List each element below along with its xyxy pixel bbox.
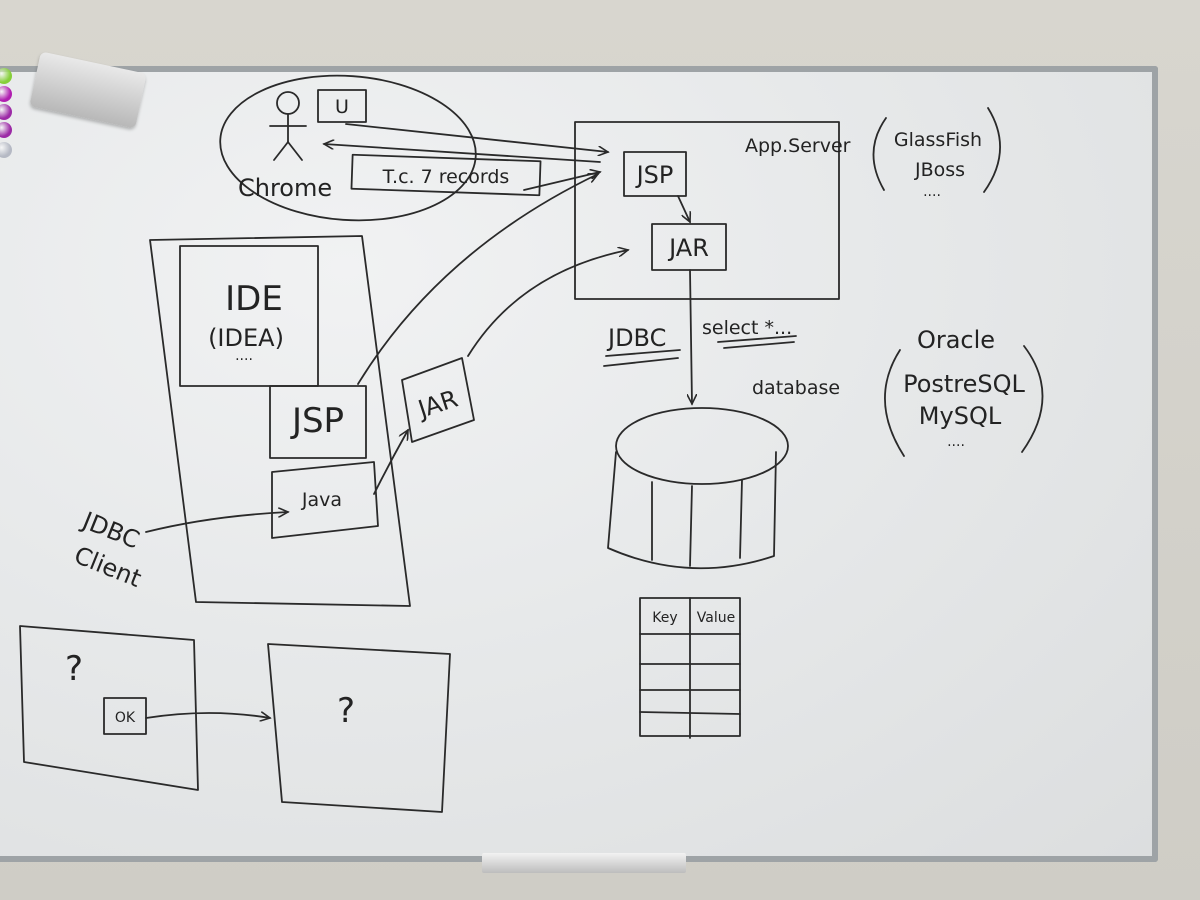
developer-machine <box>149 235 411 607</box>
dev-jsp-label: JSP <box>290 401 344 441</box>
magnet-1 <box>0 68 12 84</box>
app-server-label: App.Server <box>745 135 851 157</box>
server-jsp-box <box>623 151 687 197</box>
jdbc-connector-label: JDBC <box>606 324 666 352</box>
product-more: .... <box>923 184 941 200</box>
ide-subtitle: (IDEA) <box>208 324 284 352</box>
vendor-more: .... <box>947 434 965 450</box>
database-label: database <box>752 377 840 399</box>
right-screen-mark: ? <box>337 691 355 731</box>
right-screen <box>267 643 451 813</box>
jdbc-underline-2 <box>603 357 679 367</box>
db-cylinder-body <box>607 451 777 570</box>
app-server-box <box>574 121 840 300</box>
browser-ellipse <box>219 74 477 222</box>
products-paren-right <box>983 107 1001 193</box>
vendors-paren-right <box>1021 345 1044 453</box>
user-box-label: U <box>335 96 349 118</box>
chrome-label: Chrome <box>238 174 332 202</box>
database-vendors: Oracle PostreSQL MySQL .... <box>884 326 1044 457</box>
records-box <box>350 153 542 197</box>
app-server: App.Server JSP JAR <box>574 121 851 300</box>
whiteboard-surface <box>0 66 1158 862</box>
dev-java-label: Java <box>301 489 342 511</box>
jsp-to-jar-arrow <box>677 195 690 222</box>
server-products: GlassFish JBoss .... <box>872 107 1001 200</box>
db-divider-2 <box>689 485 693 567</box>
magnet-5 <box>0 142 12 158</box>
dev-jar-box <box>401 357 475 443</box>
dev-jar-label: JAR <box>413 385 461 425</box>
ide-box <box>179 245 319 387</box>
magnet-2 <box>0 86 12 102</box>
developer-area: IDE (IDEA) .... JSP Java JAR JDBC Client <box>70 174 628 607</box>
vendor-postresql: PostreSQL <box>903 370 1025 398</box>
left-screen-mark: ? <box>65 649 83 689</box>
jar-deploy-arrow <box>467 250 628 357</box>
jar-to-db-arrow <box>690 269 692 404</box>
java-to-jar-arrow <box>373 430 409 495</box>
vendor-mysql: MySQL <box>919 402 1002 430</box>
dev-jsp-box <box>269 385 367 459</box>
product-jboss: JBoss <box>914 159 965 181</box>
ok-button <box>103 697 147 735</box>
screen-flow: ? OK ? <box>19 625 451 813</box>
kv-header-value: Value <box>697 610 735 626</box>
products-paren-left <box>872 117 887 191</box>
records-box-label: T.c. 7 records <box>382 166 510 188</box>
left-screen <box>19 625 199 791</box>
query-underline-1 <box>717 335 797 343</box>
vendor-oracle: Oracle <box>917 326 995 354</box>
request-arrow <box>345 123 608 152</box>
response-arrow <box>324 144 601 163</box>
product-glassfish: GlassFish <box>894 129 982 151</box>
magnet-4 <box>0 122 12 138</box>
ok-to-screen-arrow <box>145 713 270 718</box>
server-jar-box <box>651 223 727 271</box>
server-jsp-label: JSP <box>635 161 674 189</box>
server-jar-label: JAR <box>667 234 709 262</box>
ide-dots: .... <box>235 348 253 364</box>
ide-title: IDE <box>225 279 283 319</box>
db-cylinder-top <box>615 407 789 485</box>
marker-tray <box>482 853 686 873</box>
jsp-deploy-arrow <box>357 174 598 385</box>
kv-row-line-4 <box>639 711 741 715</box>
ok-button-label: OK <box>115 710 136 726</box>
browser-cluster: U T.c. 7 records Chrome <box>219 74 542 222</box>
records-arrow <box>523 172 600 191</box>
client-to-java-arrow <box>145 512 288 533</box>
vendors-paren-left <box>884 349 905 457</box>
magnet-3 <box>0 104 12 120</box>
dev-java-box <box>271 461 379 539</box>
user-stick-figure <box>269 91 307 161</box>
db-divider-3 <box>739 479 743 559</box>
query-underline-2 <box>723 341 795 349</box>
kv-header-key: Key <box>652 610 677 626</box>
jdbc-underline-1 <box>605 349 681 357</box>
user-box <box>317 89 367 123</box>
query-label: select *... <box>702 317 792 339</box>
database-area: JDBC select *... database Key Value <box>603 269 840 739</box>
